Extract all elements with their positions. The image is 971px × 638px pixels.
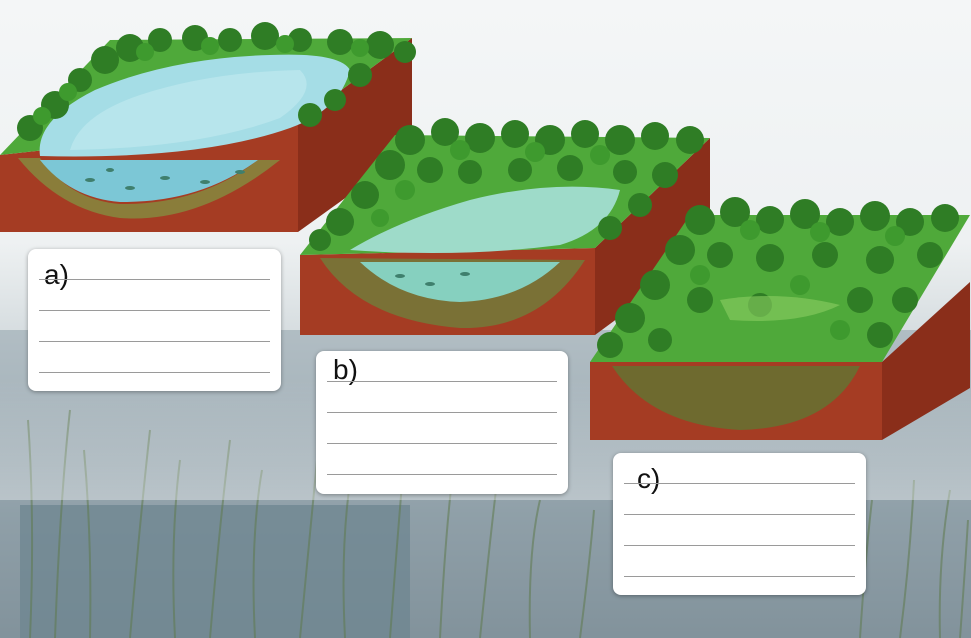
answer-line — [39, 341, 270, 342]
answer-line — [39, 279, 270, 280]
answer-line — [327, 381, 557, 382]
answer-card-a[interactable]: a) — [28, 249, 281, 391]
answer-line — [39, 310, 270, 311]
answer-card-c[interactable]: c) — [613, 453, 866, 595]
answer-line — [624, 514, 855, 515]
answer-line — [327, 474, 557, 475]
card-label-c: c) — [637, 463, 661, 494]
answer-line — [624, 545, 855, 546]
answer-card-b[interactable]: b) — [316, 351, 568, 494]
answer-line — [624, 576, 855, 577]
answer-line — [624, 483, 855, 484]
card-label-b: b) — [333, 354, 358, 385]
card-label-a: a) — [44, 259, 69, 290]
answer-line — [327, 443, 557, 444]
answer-line — [39, 372, 270, 373]
answer-line — [327, 412, 557, 413]
